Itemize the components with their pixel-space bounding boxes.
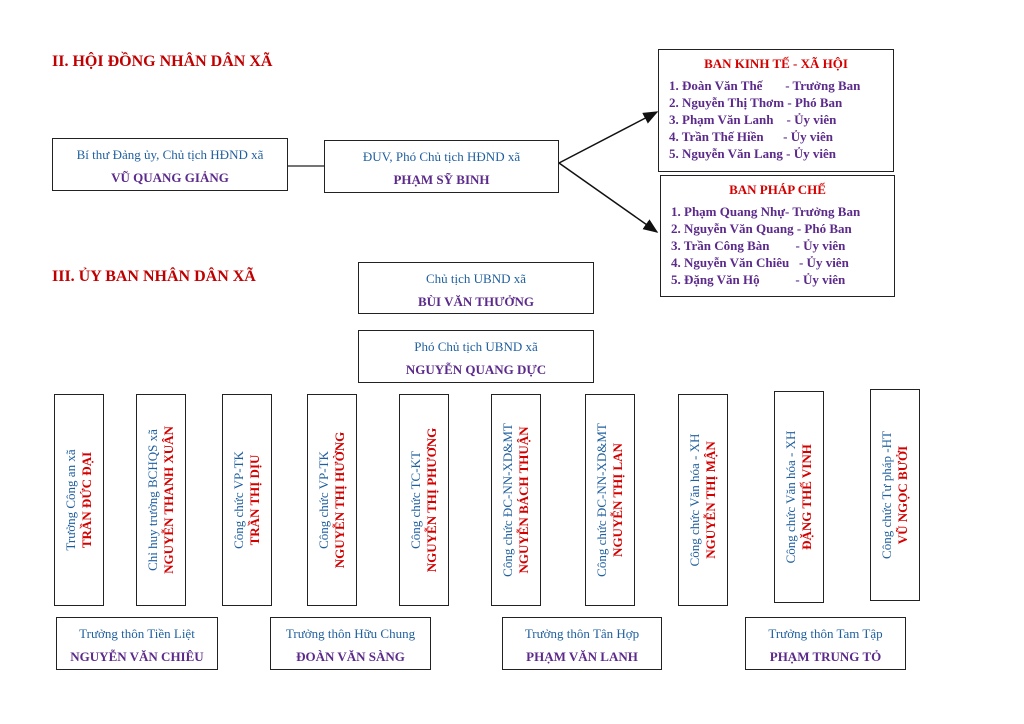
ban-phap-che-box: BAN PHÁP CHẾ 1. Phạm Quang Nhự- Trưởng B… (660, 175, 895, 297)
ubnd-vice-box: Phó Chủ tịch UBND xã NGUYỄN QUANG DỰC (358, 330, 594, 383)
officer-name: NGUYỄN THỊ HƯỜNG (332, 431, 347, 569)
ban-kinh-te-member: 5. Nguyễn Văn Lang - Ủy viên (669, 146, 836, 161)
village-head-box: Trưởng thôn Tiền Liệt NGUYỄN VĂN CHIÊU (56, 617, 218, 670)
hdnd-vice-role: ĐUV, Phó Chủ tịch HĐND xã (362, 149, 521, 164)
ban-kinh-te-member: 3. Phạm Văn Lanh - Ủy viên (669, 112, 837, 127)
village-head-role: Trưởng thôn Tiền Liệt (79, 626, 195, 641)
officer-name: ĐẶNG THẾ VINH (799, 444, 814, 550)
officer-name: TRẦN ĐỨC ĐẠI (79, 451, 94, 549)
hdnd-vice-box: ĐUV, Phó Chủ tịch HĐND xã PHẠM SỸ BINH (324, 140, 559, 193)
officer-name: NGUYỄN BÁCH THUẬN (516, 426, 531, 574)
village-head-box: Trưởng thôn Tam Tập PHẠM TRUNG TỎ (745, 617, 906, 670)
ban-kinh-te-member: 4. Trần Thế Hiền - Ủy viên (669, 129, 833, 144)
hdnd-chair-box: Bí thư Đảng ủy, Chủ tịch HĐND xã VŨ QUAN… (52, 138, 288, 191)
arrow-to-ban-kinh-te (558, 111, 659, 164)
officer-role: Công chức VP-TK (316, 451, 331, 549)
ubnd-chair-name: BÙI VĂN THƯỞNG (417, 294, 535, 309)
officer-name: NGUYỄN THỊ LAN (610, 443, 625, 557)
ubnd-chair-role: Chủ tịch UBND xã (425, 271, 527, 286)
officer-role: Công chức ĐC-NN-XD&MT (500, 423, 515, 577)
ubnd-chair-box: Chủ tịch UBND xã BÙI VĂN THƯỞNG (358, 262, 594, 314)
officer-role: Công chức VP-TK (231, 451, 246, 549)
village-head-box: Trưởng thôn Tân Hợp PHẠM VĂN LANH (502, 617, 662, 670)
ban-phap-che-member: 4. Nguyễn Văn Chiêu - Ủy viên (671, 255, 849, 270)
ubnd-vice-role: Phó Chủ tịch UBND xã (414, 339, 538, 354)
ban-phap-che-member: 1. Phạm Quang Nhự- Trưởng Ban (671, 204, 861, 219)
ban-kinh-te-box: BAN KINH TẾ - XÃ HỘI 1. Đoàn Văn Thế - T… (658, 49, 894, 172)
ban-phap-che-title: BAN PHÁP CHẾ (729, 182, 826, 197)
officer-role: Công chức TC-KT (408, 451, 423, 549)
ban-kinh-te-member: 1. Đoàn Văn Thế - Trưởng Ban (669, 78, 861, 93)
ban-phap-che-member: 5. Đặng Văn Hộ - Ủy viên (671, 272, 846, 287)
officer-role: Công chức Tư pháp -HT (879, 431, 894, 559)
hdnd-chair-role: Bí thư Đảng ủy, Chủ tịch HĐND xã (76, 147, 264, 162)
section-title-ubnd: III. ỦY BAN NHÂN DÂN XÃ (52, 268, 256, 285)
ban-phap-che-member: 2. Nguyễn Văn Quang - Phó Ban (671, 221, 852, 236)
village-head-role: Trưởng thôn Tân Hợp (524, 626, 640, 641)
village-head-name: ĐOÀN VĂN SÀNG (296, 649, 405, 664)
village-head-name: PHẠM TRUNG TỎ (769, 649, 882, 664)
village-head-box: Trưởng thôn Hữu Chung ĐOÀN VĂN SÀNG (270, 617, 431, 670)
officer-role: Công chức Văn hóa - XH (687, 433, 702, 567)
officer-role: Trưởng Công an xã (63, 449, 78, 551)
village-head-name: PHẠM VĂN LANH (526, 649, 638, 664)
officer-name: NGUYỄN THANH XUÂN (161, 426, 176, 574)
hdnd-chair-name: VŨ QUANG GIẢNG (111, 170, 229, 185)
officer-role: Chỉ huy trưởng BCHQS xã (145, 429, 160, 571)
village-head-name: NGUYỄN VĂN CHIÊU (70, 649, 204, 664)
ubnd-vice-name: NGUYỄN QUANG DỰC (405, 362, 547, 377)
section-title-hdnd: II. HỘI ĐỒNG NHÂN DÂN XÃ (52, 53, 273, 70)
arrow-to-ban-phap-che (558, 162, 659, 233)
officer-name: VŨ NGỌC BƯỞI (895, 445, 910, 545)
ban-kinh-te-member: 2. Nguyễn Thị Thơm - Phó Ban (669, 95, 843, 110)
officer-name: TRẦN THỊ DỊU (247, 454, 262, 546)
village-head-role: Trưởng thôn Hữu Chung (285, 626, 416, 641)
officer-role: Công chức ĐC-NN-XD&MT (594, 423, 609, 577)
officer-role: Công chức Văn hóa - XH (783, 430, 798, 564)
hdnd-vice-name: PHẠM SỸ BINH (393, 172, 490, 187)
ban-phap-che-member: 3. Trần Công Bàn - Ủy viên (671, 238, 846, 253)
ban-kinh-te-title: BAN KINH TẾ - XÃ HỘI (704, 56, 848, 71)
officer-name: NGUYỄN THỊ PHƯƠNG (424, 427, 439, 573)
village-head-role: Trưởng thôn Tam Tập (768, 626, 883, 641)
officer-name: NGUYỄN THỊ MẬN (703, 441, 718, 559)
